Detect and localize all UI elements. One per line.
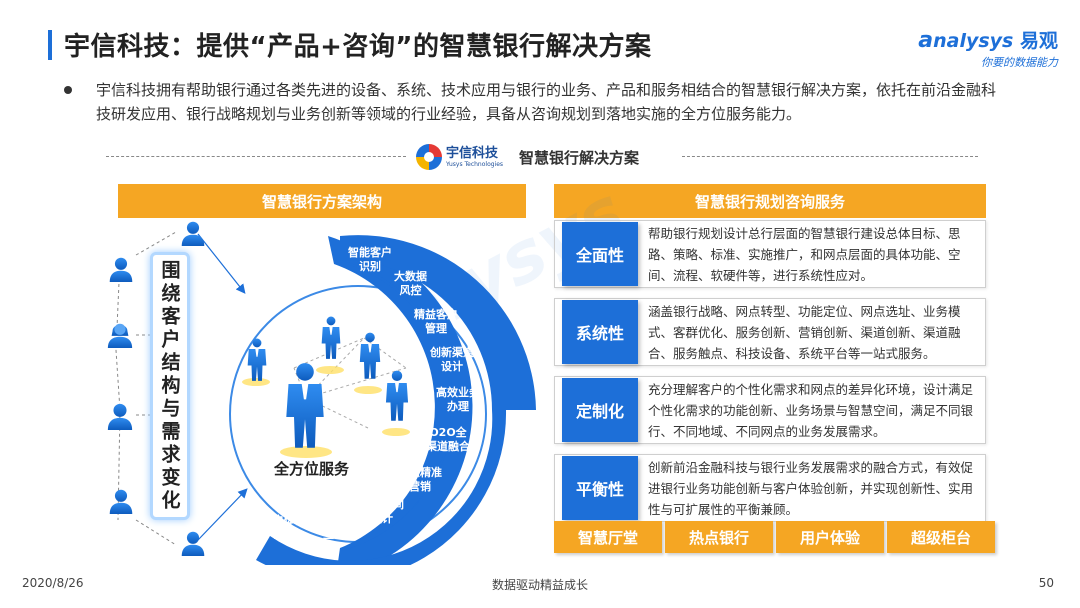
- consulting-row: 系统性 涵盖银行战略、网点转型、功能定位、网点选址、业务模式、客群优化、服务创新…: [554, 298, 986, 368]
- consulting-header: 智慧银行规划咨询服务: [554, 184, 986, 218]
- footer-date: 2020/8/26: [22, 576, 84, 590]
- title-accent-bar: [48, 30, 52, 60]
- divider-right: [682, 156, 978, 157]
- section-title-group: 宇信科技 Yusys Technologies 智慧银行解决方案: [416, 144, 639, 170]
- consulting-row: 平衡性 创新前沿金融科技与银行业务发展需求的融合方式，有效促进银行业务功能创新与…: [554, 454, 986, 524]
- ring-item-label: 高效业务办理: [436, 386, 480, 414]
- architecture-header: 智慧银行方案架构: [118, 184, 526, 218]
- customer-icon: [108, 324, 132, 348]
- row-text: 帮助银行规划设计总行层面的智慧银行建设总体目标、思路、策略、标准、实施推广，和网…: [648, 223, 980, 286]
- customer-icon: [182, 222, 205, 246]
- ring-item-label: 大数据风控: [394, 270, 427, 298]
- architecture-diagram: 围绕客户结构与需求变化 全方位服务 智能客户识别大数据风控精益客户管理创新渠道设…: [96, 220, 536, 565]
- brand-name: analysys 易观: [918, 26, 1058, 53]
- consulting-row: 定制化 充分理解客户的个性化需求和网点的差异化环境，设计满足个性化需求的功能创新…: [554, 376, 986, 446]
- ring-item-label: 创新渠道设计: [430, 346, 474, 374]
- row-text: 涵盖银行战略、网点转型、功能定位、网点选址、业务模式、客群优化、服务创新、营销创…: [648, 301, 980, 364]
- tag-user-experience: 用户体验: [776, 521, 884, 553]
- customer-focus-box: 围绕客户结构与需求变化: [150, 252, 190, 520]
- ring-item-label: 智慧精准营销: [398, 466, 442, 494]
- row-label: 系统性: [562, 300, 638, 364]
- ring-item-label: 创新空间设计: [360, 498, 404, 526]
- section-title: 智慧银行解决方案: [519, 147, 639, 168]
- center-label: 全方位服务: [274, 458, 349, 479]
- customer-icon: [110, 490, 133, 514]
- customer-icon: [182, 532, 205, 556]
- row-label: 全面性: [562, 222, 638, 286]
- yusys-logo-en: Yusys Technologies: [446, 162, 503, 168]
- divider-left: [106, 156, 406, 157]
- ring-item-label: O2O全渠道融合: [426, 426, 470, 454]
- tag-smart-lobby: 智慧厅堂: [554, 521, 662, 553]
- intro-paragraph: 宇信科技拥有帮助银行通过各类先进的设备、系统、技术应用与银行的业务、产品和服务相…: [96, 78, 1006, 126]
- yusys-logo-cn: 宇信科技: [446, 147, 503, 160]
- consulting-row: 全面性 帮助银行规划设计总行层面的智慧银行建设总体目标、思路、策略、标准、实施推…: [554, 220, 986, 290]
- ring-item-label: 智能客户识别: [348, 246, 392, 274]
- row-text: 创新前沿金融科技与银行业务发展需求的融合方式，有效促进银行业务功能创新与客户体验…: [648, 457, 980, 520]
- row-text: 充分理解客户的个性化需求和网点的差异化环境，设计满足个性化需求的功能创新、业务场…: [648, 379, 980, 442]
- customer-icon: [110, 258, 133, 282]
- customer-focus-label: 围绕客户结构与需求变化: [157, 260, 184, 513]
- page-title: 宇信科技：提供“产品+咨询”的智慧银行解决方案: [64, 26, 651, 63]
- brand-slogan: 你要的数据能力: [918, 54, 1058, 70]
- footer-slogan: 数据驱动精益成长: [492, 576, 588, 593]
- brand-logo: analysys 易观 你要的数据能力: [918, 26, 1058, 70]
- yusys-logo-icon: [416, 144, 442, 170]
- ring-item-label: 人工智能互动: [312, 514, 356, 542]
- ring-item-label: 精益客户管理: [414, 308, 458, 336]
- bullet-icon: [64, 86, 72, 94]
- page-number: 50: [1039, 576, 1054, 590]
- row-label: 平衡性: [562, 456, 638, 520]
- tag-hotspot-bank: 热点银行: [665, 521, 773, 553]
- row-label: 定制化: [562, 378, 638, 442]
- tag-super-counter: 超级柜台: [887, 521, 995, 553]
- ring-item-label: 客户体验研究: [262, 514, 306, 542]
